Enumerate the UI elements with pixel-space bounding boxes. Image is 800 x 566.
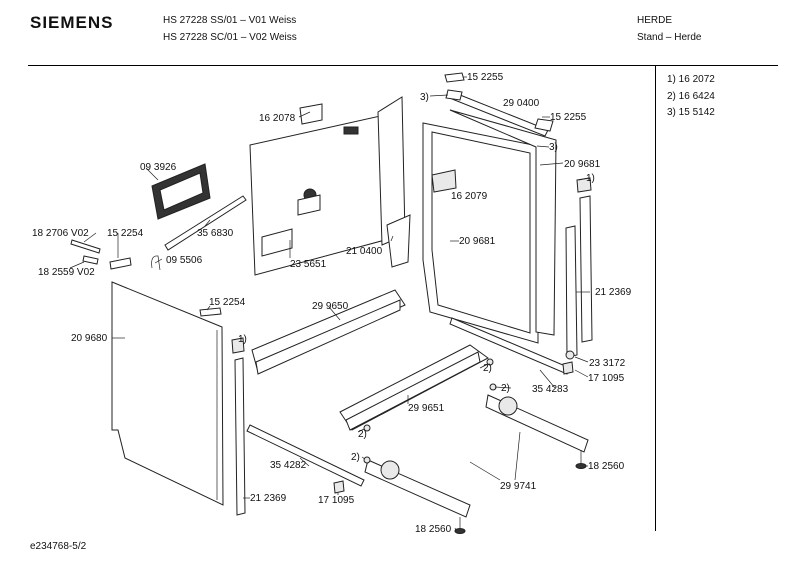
subcategory-title: Stand – Herde [637,32,702,43]
drawing-id: e234768-5/2 [30,541,87,552]
model-line-2: HS 27228 SC/01 – V02 Weiss [163,32,297,43]
label-235651: 23 5651 [290,259,327,270]
part-clip-152254-lower [199,307,222,317]
label-290400: 29 0400 [503,98,540,109]
brand-logo: SIEMENS [30,13,114,32]
part-side-strip [386,214,411,268]
label-note2-b: 2) [501,383,510,394]
label-152255-right: 15 2255 [550,112,587,123]
header-divider [28,65,778,66]
part-wheel-carrier-right [485,394,589,469]
part-nut-2-c [363,424,371,432]
label-note2-a: 2) [483,363,492,374]
part-strip-212369-right [565,225,578,358]
label-210400: 21 0400 [346,246,383,257]
label-209680: 20 9680 [71,333,108,344]
part-door-frame [422,109,557,344]
label-162078: 16 2078 [259,113,296,124]
part-171095-right [562,361,574,375]
label-182560-left: 18 2560 [415,524,452,535]
label-152255-top: 15 2255 [467,72,504,83]
part-rail-354282 [246,424,365,487]
label-182559: 18 2559 V02 [38,267,95,278]
part-clip-152254-upper [109,257,132,270]
part-hook-095506 [151,255,161,271]
part-182706 [70,239,101,254]
label-212369-right: 21 2369 [595,287,632,298]
part-wheel-carrier-left [364,459,471,534]
label-212369-left: 21 2369 [250,493,287,504]
part-bracket-162079 [431,169,457,193]
label-note3-top: 3) [420,92,429,103]
label-095506: 09 5506 [166,255,203,266]
part-nut-2-a [486,358,494,366]
model-line-1: HS 27228 SS/01 – V01 Weiss [163,15,297,26]
leader-lines [69,76,590,532]
label-152254-lower: 15 2254 [209,297,246,308]
part-cross-rail-299650 [251,289,406,375]
label-093926: 09 3926 [140,162,177,173]
part-171095-left [333,480,345,494]
label-171095-left: 17 1095 [318,495,355,506]
part-rail-354283 [449,317,571,375]
label-182560-right: 18 2560 [588,461,625,472]
part-233172 [565,350,575,360]
label-209681-right: 20 9681 [564,159,601,170]
note-2: 2) 16 6424 [667,91,715,102]
part-bracket-note1-left [231,337,245,354]
label-354282: 35 4282 [270,460,307,471]
part-left-side-panel [111,281,224,506]
label-note1-right: 1) [586,173,595,184]
notes-divider [655,66,656,531]
label-162079: 16 2079 [451,191,488,202]
note-1: 1) 16 2072 [667,74,715,85]
label-note2-d: 2) [351,452,360,463]
label-note2-c: 2) [358,429,367,440]
label-354283: 35 4283 [532,384,569,395]
label-299651: 29 9651 [408,403,445,414]
label-182706: 18 2706 V02 [32,228,89,239]
label-299741: 29 9741 [500,481,537,492]
label-171095-right: 17 1095 [588,373,625,384]
part-back-panel [249,96,406,276]
label-note3-right: 3) [549,142,558,153]
label-152254-upper: 15 2254 [107,228,144,239]
label-356830: 35 6830 [197,228,234,239]
label-233172: 23 3172 [589,358,626,369]
part-rail-356830 [164,195,247,251]
part-strip-212369-left [234,357,246,516]
note-3: 3) 15 5142 [667,107,715,118]
label-note1-left: 1) [238,334,247,345]
part-grid [151,163,211,220]
part-strip-209681-right [579,195,593,343]
label-209681-frame: 20 9681 [459,236,496,247]
part-nut-2-d [363,456,371,464]
label-299650: 29 9650 [312,301,349,312]
category-title: HERDE [637,15,673,26]
part-182559 [82,255,99,265]
part-cross-rail-299651 [339,344,489,431]
